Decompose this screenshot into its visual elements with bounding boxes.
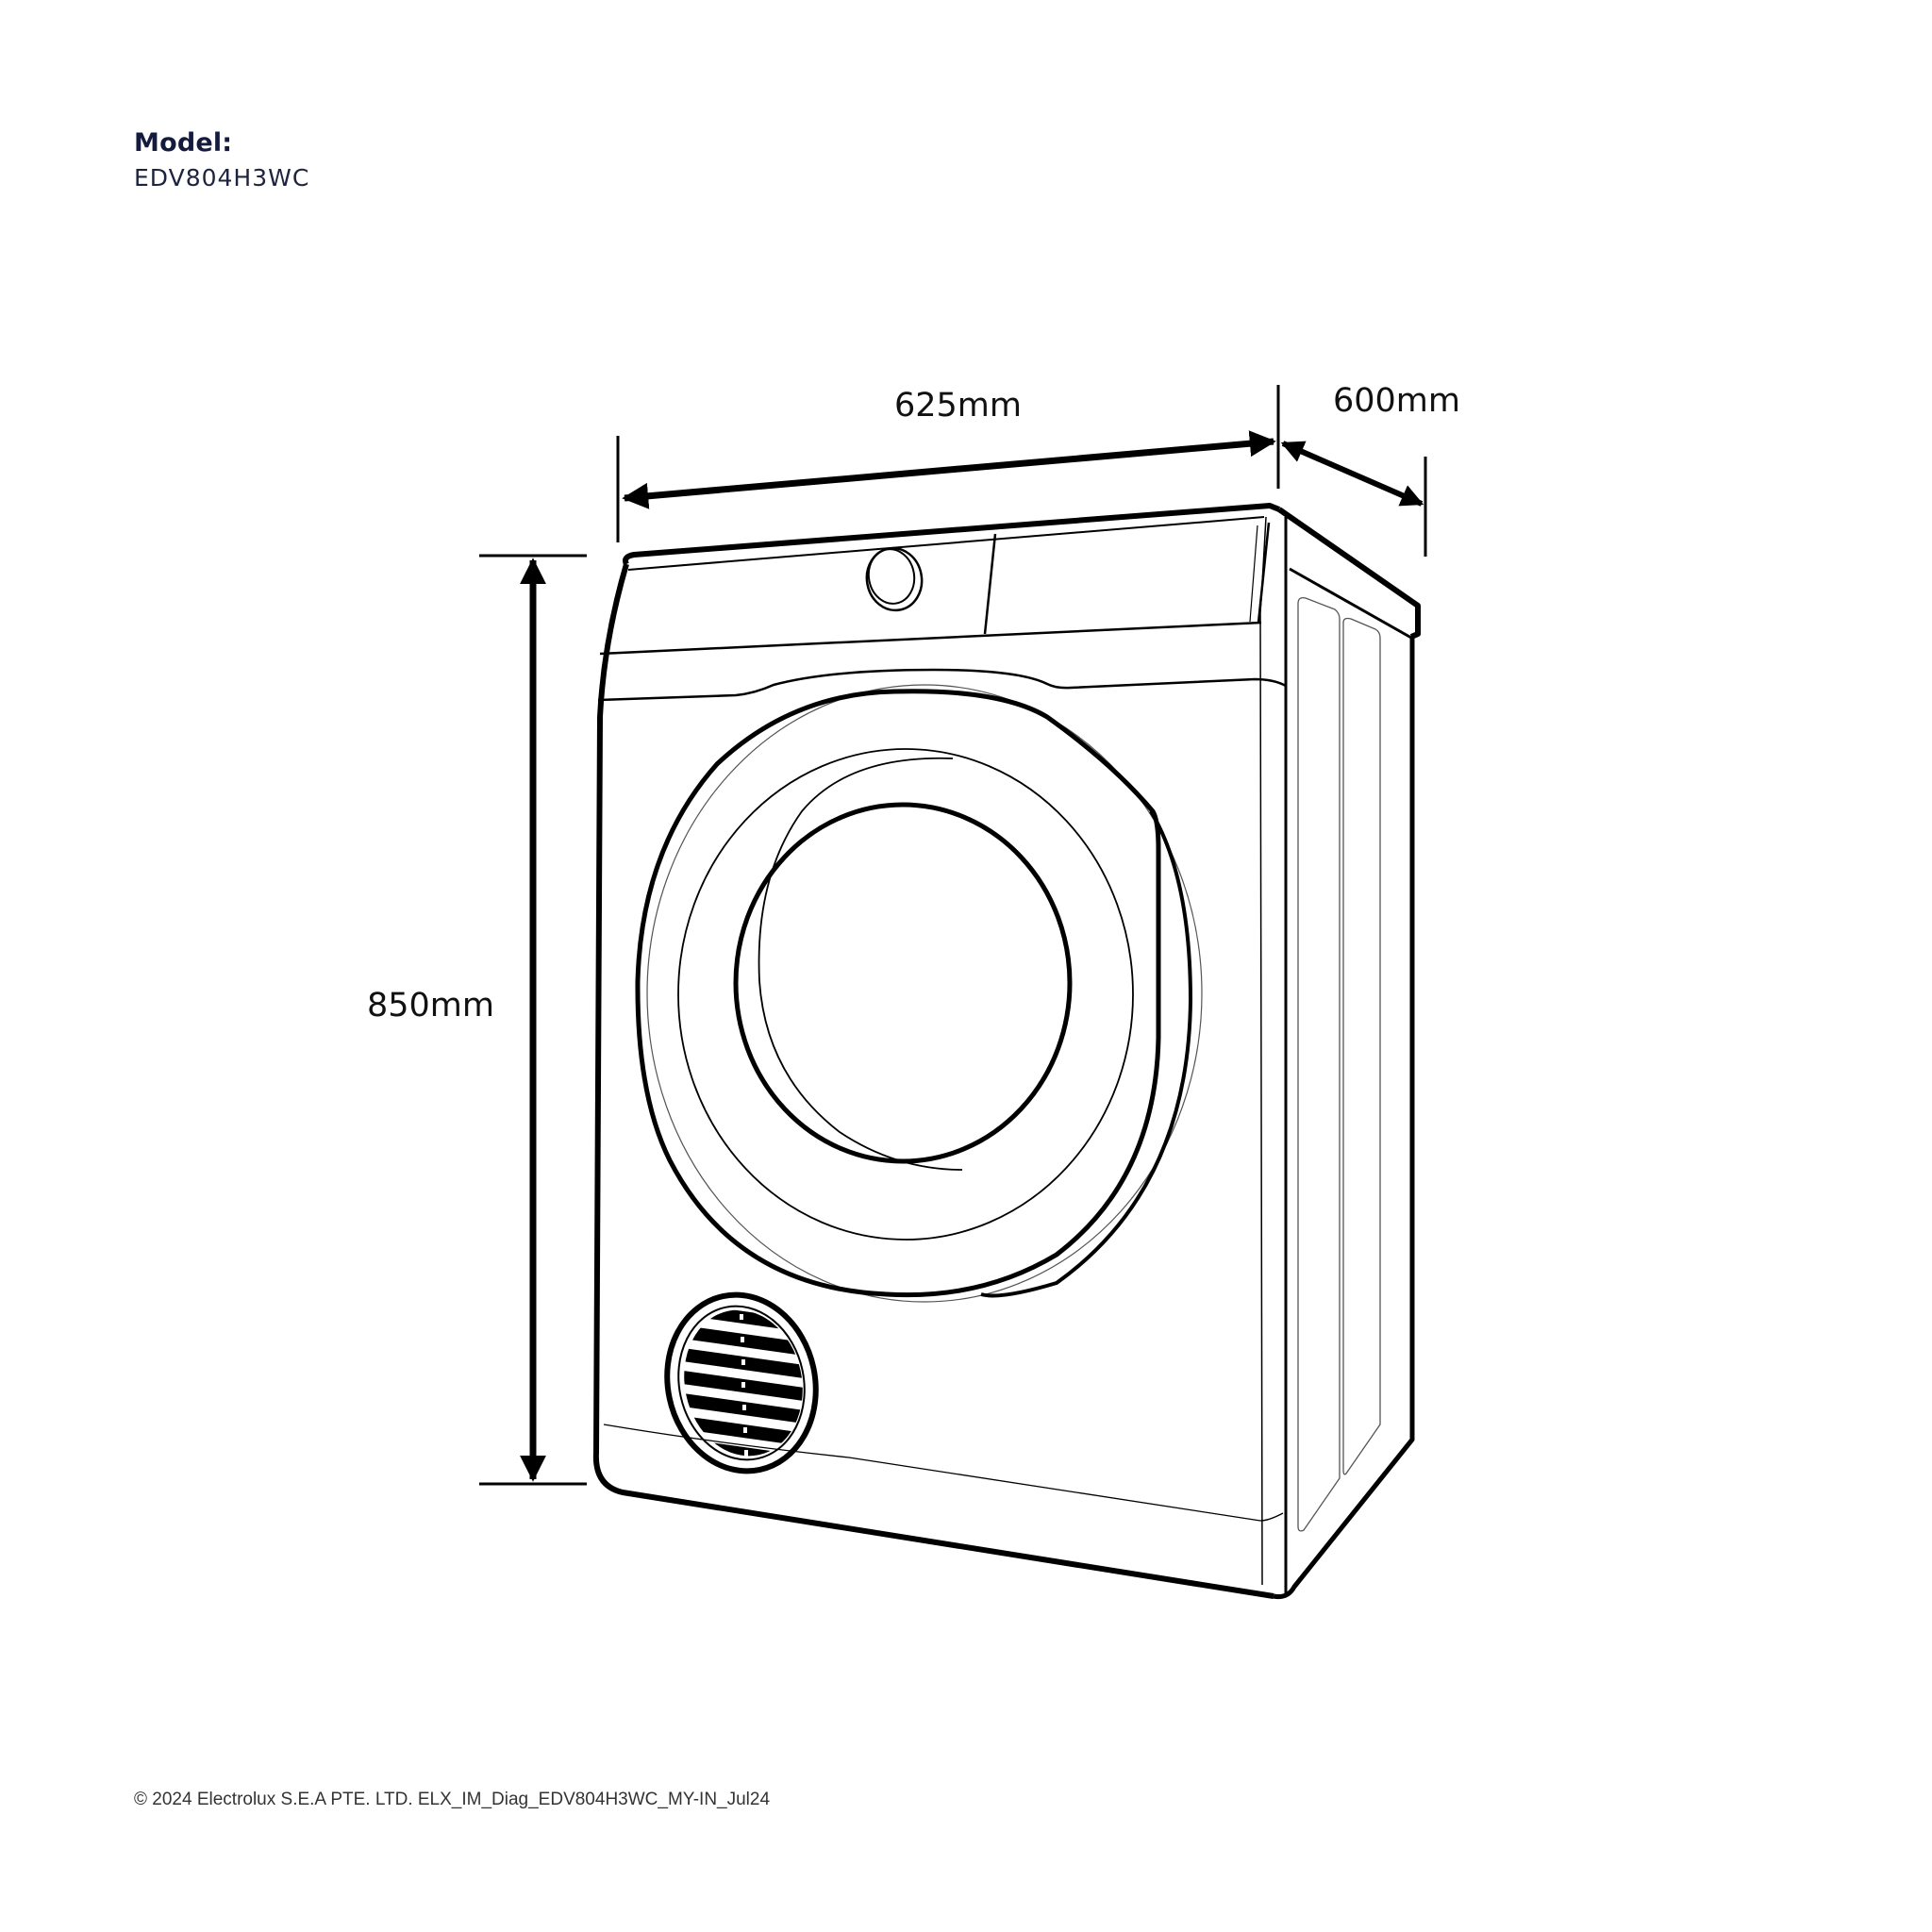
model-number: EDV804H3WC	[134, 164, 310, 192]
height-dimension-label: 850mm	[367, 987, 494, 1024]
width-dimension-label: 625mm	[894, 387, 1022, 425]
program-knob-icon	[865, 546, 924, 612]
dimension-lines	[479, 385, 1427, 1486]
model-label: Model:	[134, 128, 233, 158]
depth-dimension-label: 600mm	[1333, 382, 1460, 420]
dryer-body	[592, 503, 1421, 1599]
door	[635, 684, 1203, 1303]
air-vent-icon	[664, 1291, 819, 1474]
copyright-footer: © 2024 Electrolux S.E.A PTE. LTD. ELX_IM…	[134, 1790, 771, 1809]
